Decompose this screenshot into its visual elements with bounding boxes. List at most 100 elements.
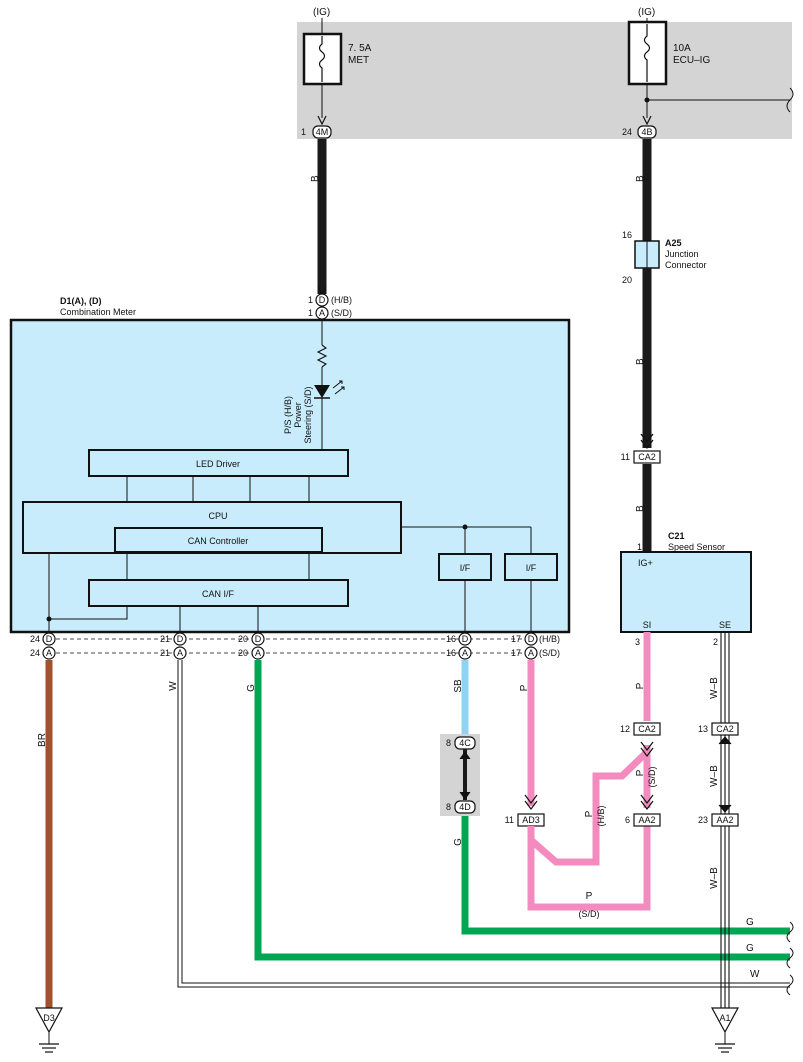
svg-text:17: 17	[511, 634, 521, 644]
wire-p-hb-variant: (H/B)	[596, 806, 606, 827]
ps-line3: Steering (S/D)	[303, 386, 313, 443]
wire-p-sensor-label: P	[635, 682, 646, 689]
svg-text:D: D	[255, 634, 262, 644]
ca2-top-code: CA2	[638, 452, 656, 462]
power-steering-led	[314, 385, 330, 398]
wire-b-ecu-1-label: B	[635, 175, 646, 182]
svg-text:D: D	[462, 634, 469, 644]
meter-pin-top-d	[315, 293, 329, 307]
meter-bottom-pin-24: D A 24 24	[30, 632, 56, 660]
sensor-title: Speed Sensor	[668, 542, 725, 552]
meter-pin-top-d-num: 1	[308, 295, 313, 305]
aa2-right-pin: 23	[698, 815, 708, 825]
meter-bottom-pin-16: D A 16 16	[446, 632, 472, 660]
met-supply-label: (IG)	[313, 7, 330, 18]
wire-g-right-label-1: G	[746, 917, 754, 928]
met-rating: 7. 5A	[348, 43, 372, 54]
svg-text:20: 20	[238, 634, 248, 644]
svg-text:(S/D): (S/D)	[539, 648, 560, 658]
svg-text:D: D	[528, 634, 535, 644]
connector-4m-pin: 1	[301, 127, 306, 137]
wire-b-ecu-2-label: B	[635, 358, 646, 365]
ps-line1: P/S (H/B)	[283, 396, 293, 434]
if-block-2-label: I/F	[526, 563, 537, 573]
can-controller-block	[114, 527, 323, 553]
aa2-right-code: AA2	[716, 815, 733, 825]
a25-line1: Junction	[665, 249, 699, 259]
wire-g-right-label-2: G	[746, 943, 754, 954]
connector-aa2-left	[633, 813, 661, 827]
ca2-top-pin: 11	[621, 452, 630, 462]
wire-p-bottom-label: P	[586, 891, 593, 902]
svg-text:21: 21	[160, 648, 170, 658]
can-controller-label: CAN Controller	[188, 536, 249, 546]
meter-pin-top-a-num: 1	[308, 308, 313, 318]
connector-4b-code: 4B	[641, 127, 652, 137]
can-if-block	[88, 579, 349, 607]
wire-g-meter-label: G	[246, 684, 257, 692]
svg-text:D: D	[177, 634, 184, 644]
fuse-met-symbol	[318, 36, 326, 82]
sensor-si: SI	[643, 620, 652, 630]
meter-pin-top-d-hb: (H/B)	[331, 295, 352, 305]
ad3-code: AD3	[522, 815, 540, 825]
meter-pin-top-d-letter: D	[319, 295, 326, 305]
meter-title: Combination Meter	[60, 307, 136, 317]
wire-sb-label: SB	[453, 679, 464, 693]
wire-wb-label-1: W–B	[709, 677, 720, 699]
meter-bottom-pin-21: D A 21 21	[160, 632, 187, 660]
wire-b-ecu-3-label: B	[635, 505, 646, 512]
a25-pin-top: 16	[622, 230, 632, 240]
resistor-symbol	[316, 344, 328, 368]
meter-pin-top-a-letter: A	[319, 308, 325, 318]
ca2-left-code: CA2	[638, 724, 656, 734]
ca2-right-code: CA2	[716, 724, 734, 734]
ad3-pin: 11	[505, 815, 514, 825]
aa2-left-pin: 6	[625, 815, 630, 825]
wire-b-met-label: B	[310, 175, 321, 182]
svg-text:A: A	[462, 648, 468, 658]
svg-text:D: D	[46, 634, 53, 644]
wire-g-splice	[461, 816, 790, 935]
wire-p-sd-variant: (S/D)	[647, 767, 657, 788]
wire-br-label: BR	[37, 733, 48, 747]
wire-p-bottom-variant: (S/D)	[579, 909, 600, 919]
wire-w-right-label: W	[750, 969, 760, 980]
wire-wb-label-3: W–B	[709, 867, 720, 889]
sensor-se: SE	[719, 620, 731, 630]
ground-d3	[34, 1007, 64, 1034]
svg-text:24: 24	[30, 648, 40, 658]
a25-line2: Connector	[665, 260, 707, 270]
svg-text:A: A	[528, 648, 534, 658]
ps-line2: Power	[293, 402, 303, 428]
connector-4m	[312, 125, 332, 139]
connector-4m-code: 4M	[316, 127, 329, 137]
can-if-label: CAN I/F	[202, 589, 235, 599]
connector-4d	[454, 800, 476, 814]
connector-4b-pin: 24	[622, 127, 632, 137]
connector-ca2-left	[633, 722, 661, 736]
wire-p-sd-label: P	[635, 769, 646, 776]
ground-a1	[710, 1007, 740, 1034]
svg-text:21: 21	[160, 634, 170, 644]
meter-pin-top-a-sd: (S/D)	[331, 308, 352, 318]
led-driver-block	[88, 449, 349, 477]
sensor-code: C21	[668, 531, 685, 541]
sensor-pin-top: 1	[637, 542, 642, 552]
ca2-right-pin: 13	[698, 724, 708, 734]
cpu-label: CPU	[208, 511, 227, 521]
svg-text:20: 20	[238, 648, 248, 658]
svg-text:A: A	[255, 648, 261, 658]
meter-bottom-pin-17: D A 17 17 (H/B) (S/D)	[511, 632, 560, 660]
svg-text:A: A	[46, 648, 52, 658]
wire-p-sd-route	[527, 826, 651, 911]
ground-a1-label: A1	[719, 1013, 730, 1023]
svg-text:16: 16	[446, 634, 456, 644]
wire-p-meter-label: P	[519, 684, 530, 691]
svg-text:24: 24	[30, 634, 40, 644]
if-block-1	[438, 553, 492, 581]
connector-4b	[637, 125, 657, 139]
ca2-left-pin: 12	[620, 724, 630, 734]
connector-4c-pin: 8	[446, 738, 451, 748]
